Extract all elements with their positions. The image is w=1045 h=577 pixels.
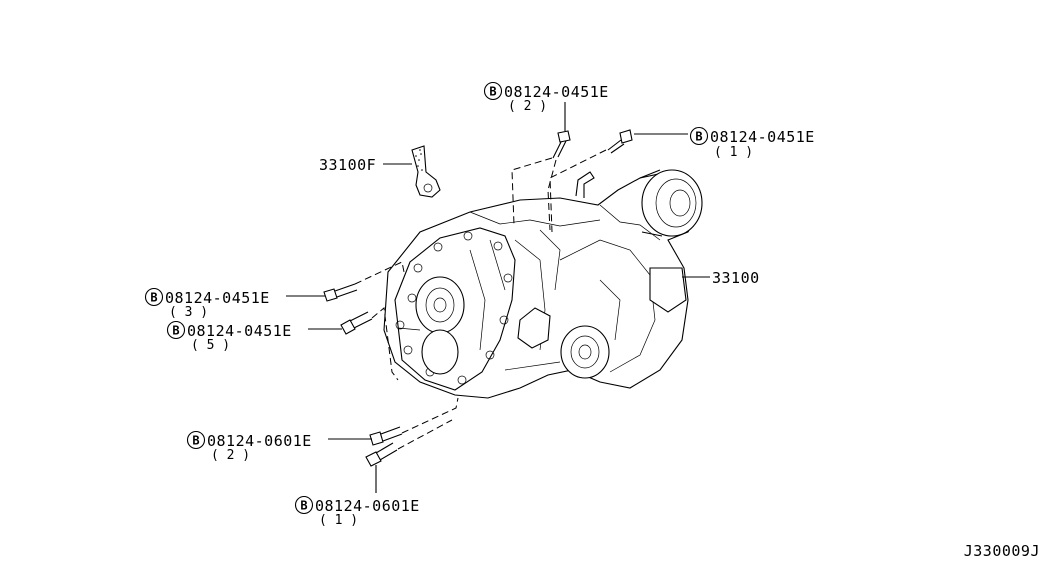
callout-marker: B (192, 434, 199, 448)
callout-bolt-bottom-upper[interactable]: B 08124-0601E ( 2 ) (186, 430, 312, 464)
bolt-left-upper[interactable] (323, 283, 358, 302)
part-number: 08124-0451E (504, 83, 609, 101)
callout-bracket[interactable]: 33100F (319, 156, 376, 174)
bracket-part-drawing[interactable] (411, 145, 441, 198)
leader-lines (286, 102, 710, 493)
bolt-top-right[interactable] (607, 129, 633, 154)
quantity: ( 5 ) (191, 338, 230, 353)
callout-marker: B (489, 85, 496, 99)
part-number: 33100 (712, 269, 760, 287)
transfer-case-drawing[interactable] (383, 169, 703, 399)
quantity: ( 2 ) (508, 99, 547, 114)
quantity: ( 1 ) (319, 513, 358, 528)
quantity: ( 3 ) (169, 305, 208, 320)
callout-main-assembly[interactable]: 33100 (712, 269, 760, 287)
callout-bolt-left-upper[interactable]: B 08124-0451E ( 3 ) (144, 287, 270, 321)
part-number: 08124-0451E (710, 128, 815, 146)
bolt-top[interactable] (552, 130, 571, 159)
callout-bolt-top[interactable]: B 08124-0451E ( 2 ) (483, 81, 609, 115)
part-number: 08124-0451E (165, 289, 270, 307)
bolt-bottom-upper[interactable] (369, 426, 403, 446)
callout-bolt-top-right[interactable]: B 08124-0451E ( 1 ) (689, 126, 815, 161)
quantity: ( 1 ) (714, 145, 753, 160)
bolt-bottom-lower[interactable] (365, 442, 398, 467)
part-number: 08124-0601E (315, 497, 420, 515)
callout-marker: B (172, 324, 179, 338)
part-number: 08124-0451E (187, 322, 292, 340)
installation-guide-lines (354, 149, 607, 450)
part-number: 08124-0601E (207, 432, 312, 450)
callout-marker: B (695, 130, 702, 144)
callout-bolt-bottom-lower[interactable]: B 08124-0601E ( 1 ) (294, 495, 420, 529)
callout-marker: B (150, 291, 157, 305)
callout-bolt-left-lower[interactable]: B 08124-0451E ( 5 ) (166, 320, 292, 354)
callout-marker: B (300, 499, 307, 513)
diagram-id: J330009J (964, 542, 1040, 560)
bolt-left-lower[interactable] (340, 311, 373, 335)
part-number: 33100F (319, 156, 376, 174)
quantity: ( 2 ) (211, 448, 250, 463)
